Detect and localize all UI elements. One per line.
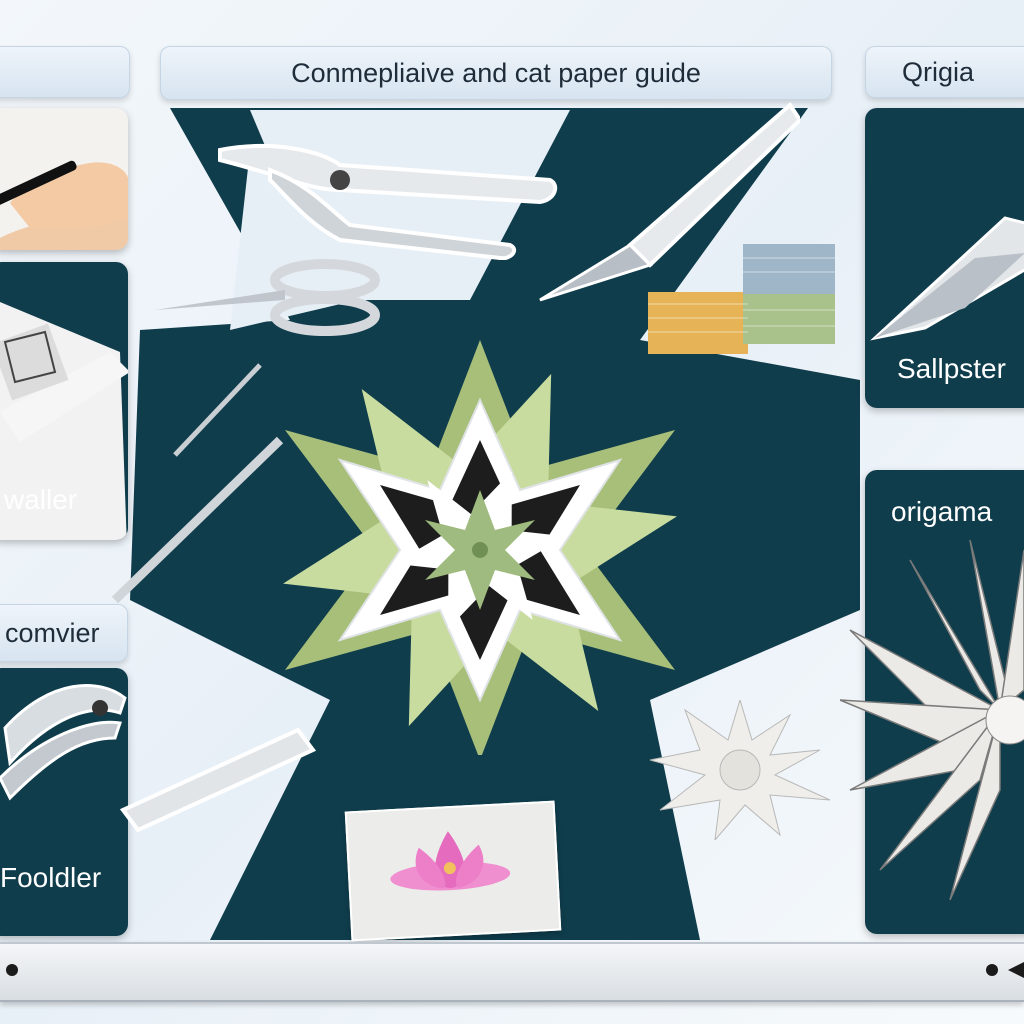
paper-stack-icon bbox=[648, 244, 835, 354]
scroll-right-dot-icon[interactable] bbox=[986, 964, 998, 976]
right-top-panel[interactable]: Sallpster bbox=[865, 108, 1024, 408]
lotus-icon bbox=[390, 831, 511, 891]
pliers-icon bbox=[218, 144, 558, 260]
page-title: Conmepliaive and cat paper guide bbox=[291, 57, 701, 88]
right-top-label: Sallpster bbox=[897, 353, 1006, 384]
needle-icon bbox=[173, 363, 262, 457]
nippers-icon bbox=[0, 684, 127, 801]
paper-sheet-icon bbox=[0, 302, 128, 540]
left-mid-panel[interactable]: waller bbox=[0, 262, 128, 540]
hand-pen-icon bbox=[0, 108, 128, 250]
bone-folder-icon bbox=[119, 727, 317, 833]
origami-star-icon bbox=[840, 540, 1024, 901]
star-flower-icon bbox=[283, 340, 677, 755]
left-mid-tab[interactable]: comvier bbox=[0, 604, 128, 662]
lotus-card[interactable] bbox=[344, 800, 562, 942]
horizontal-scrollbar[interactable] bbox=[0, 942, 1024, 1002]
left-mid-label: waller bbox=[4, 484, 78, 515]
right-header-tab[interactable]: Qrigia bbox=[865, 46, 1024, 98]
left-bottom-panel[interactable]: Fooldler bbox=[0, 668, 128, 936]
scalpel-icon bbox=[870, 216, 1024, 341]
scroll-left-dot-icon[interactable] bbox=[6, 964, 18, 976]
left-header-tab[interactable] bbox=[0, 46, 130, 98]
right-header-tab-label: Qrigia bbox=[902, 56, 975, 87]
left-top-photo-panel[interactable] bbox=[0, 108, 128, 250]
scissors-icon bbox=[155, 259, 380, 336]
paper-rosette-icon bbox=[649, 700, 831, 840]
left-mid-tab-label: comvier bbox=[5, 617, 100, 648]
title-tab[interactable]: Conmepliaive and cat paper guide bbox=[160, 46, 832, 100]
left-bottom-label: Fooldler bbox=[0, 862, 102, 893]
awl-icon bbox=[111, 436, 284, 604]
right-mid-label: origama bbox=[891, 496, 993, 527]
knife-icon bbox=[539, 101, 800, 302]
scroll-right-arrow-icon[interactable] bbox=[1004, 960, 1024, 980]
